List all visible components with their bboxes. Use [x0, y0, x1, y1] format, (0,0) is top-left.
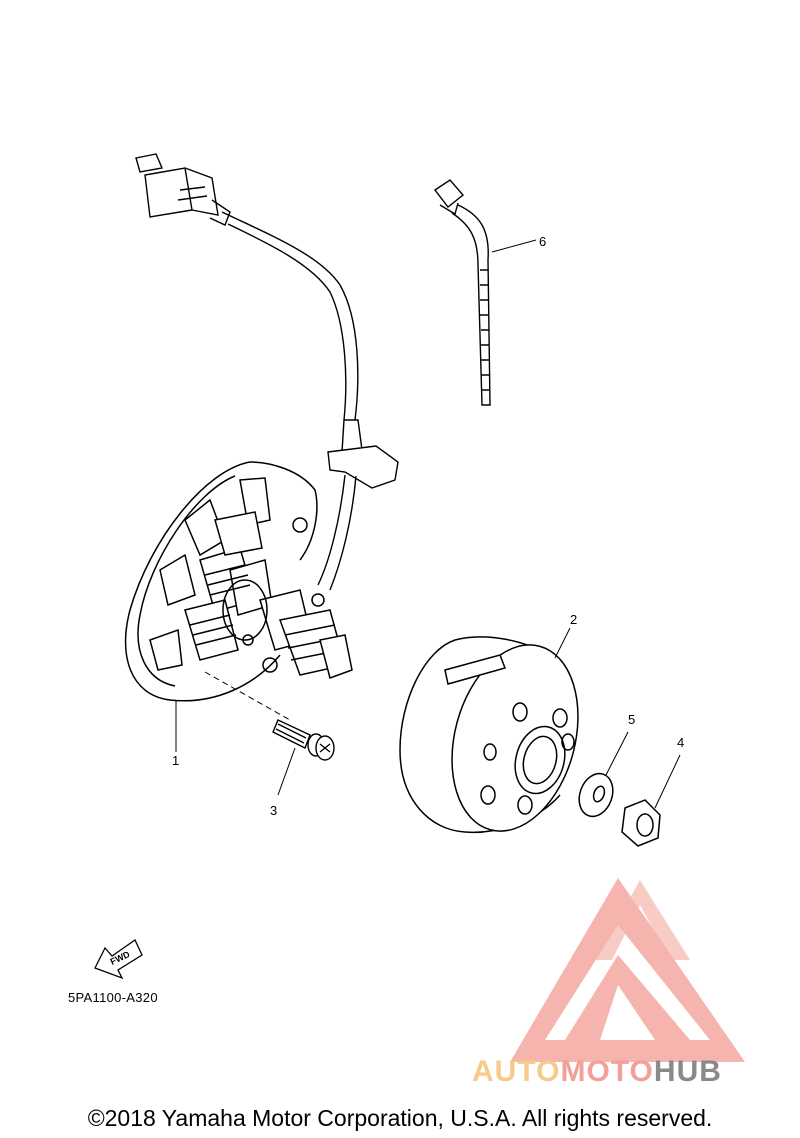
watermark-brand: AUTOMOTOHUB: [472, 1055, 722, 1089]
watermark-part-moto: MOTO: [560, 1055, 654, 1088]
diagram-reference-code: 5PA1100-A320: [68, 990, 158, 1005]
nut: [621, 754, 681, 847]
stator-assembly: [124, 461, 353, 752]
callout-5: 5: [628, 712, 635, 727]
copyright-notice: ©2018 Yamaha Motor Corporation, U.S.A. A…: [87, 1105, 713, 1131]
callout-4: 4: [677, 735, 684, 750]
bolt: [272, 719, 335, 796]
rotor-flywheel: [399, 627, 579, 834]
callout-3: 3: [270, 803, 277, 818]
wire-harness: [135, 153, 399, 591]
callout-1: 1: [172, 753, 179, 768]
washer: [578, 731, 629, 818]
cable-tie: [433, 179, 537, 406]
callout-6: 6: [539, 234, 546, 249]
watermark-logo: [510, 878, 745, 1062]
fwd-arrow-icon: FWD: [94, 939, 143, 980]
watermark-part-hub: HUB: [653, 1055, 722, 1088]
callout-2: 2: [570, 612, 577, 627]
watermark-part-auto: AUTO: [472, 1055, 561, 1088]
